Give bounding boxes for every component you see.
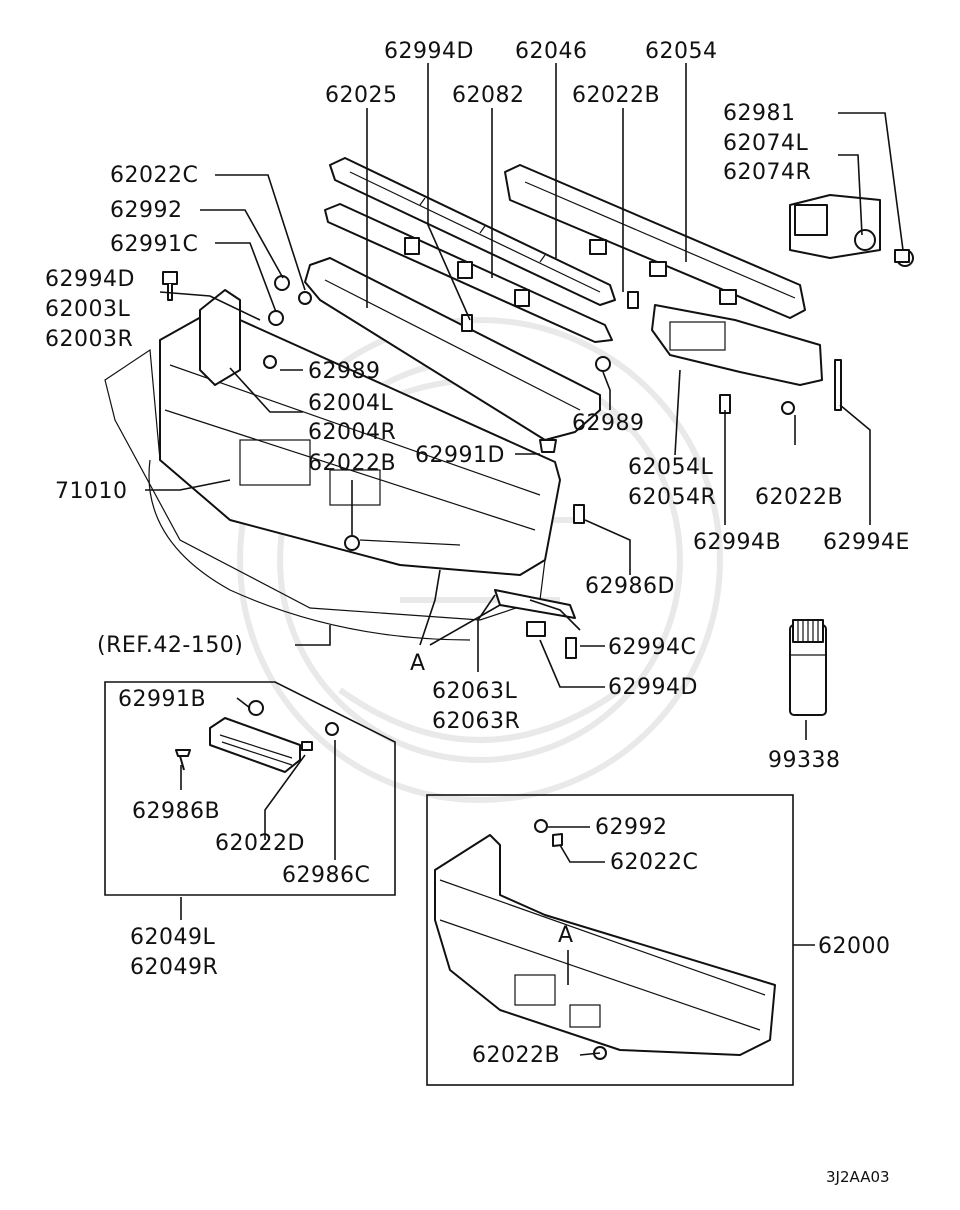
label-ref-42-150: (REF.42-150)	[97, 633, 243, 658]
label-62063R: 62063R	[432, 709, 520, 734]
label-62022D: 62022D	[215, 831, 305, 856]
label-62989-b: 62989	[572, 411, 645, 436]
label-71010: 71010	[55, 479, 128, 504]
label-62046: 62046	[515, 39, 588, 64]
label-62004L: 62004L	[308, 391, 393, 416]
label-62994C: 62994C	[608, 635, 696, 660]
reinforcement-bar-62082	[324, 203, 613, 343]
label-62992-top: 62992	[110, 198, 183, 223]
label-62054: 62054	[645, 39, 718, 64]
bracket-62054LR	[651, 304, 823, 386]
label-62074L: 62074L	[723, 131, 808, 156]
label-62025: 62025	[325, 83, 398, 108]
label-62022C-top: 62022C	[110, 163, 198, 188]
label-62003L: 62003L	[45, 297, 130, 322]
label-62986C: 62986C	[282, 863, 370, 888]
label-62003R: 62003R	[45, 327, 133, 352]
label-A-inset: A	[558, 923, 574, 948]
label-62994D-left: 62994D	[45, 267, 135, 292]
label-62994B: 62994B	[693, 530, 781, 555]
leader-lines	[145, 63, 904, 1056]
label-62022B-right: 62022B	[755, 485, 843, 510]
label-62082: 62082	[452, 83, 525, 108]
label-62049R: 62049R	[130, 955, 218, 980]
bracket-62063	[494, 589, 576, 619]
label-62994D-bottom: 62994D	[608, 675, 698, 700]
label-62074R: 62074R	[723, 160, 811, 185]
label-62004R: 62004R	[308, 420, 396, 445]
bumper-stay-62074	[789, 194, 914, 267]
label-62994D-top: 62994D	[384, 39, 474, 64]
label-A-top: A	[410, 651, 426, 676]
reinforcement-bar-62046	[329, 157, 616, 306]
label-62986D: 62986D	[585, 574, 675, 599]
label-62054L: 62054L	[628, 455, 713, 480]
bumper-absorber-62054	[504, 164, 806, 319]
label-62054R: 62054R	[628, 485, 716, 510]
fasteners	[162, 249, 910, 659]
inset-box-62049	[104, 681, 396, 896]
label-62022B-mid: 62022B	[308, 451, 396, 476]
label-62063L: 62063L	[432, 679, 517, 704]
bracket-62004	[199, 289, 241, 386]
label-62992-inset: 62992	[595, 815, 668, 840]
label-99338: 99338	[768, 748, 841, 773]
label-62994E: 62994E	[823, 530, 910, 555]
label-62981: 62981	[723, 101, 796, 126]
label-62989-a: 62989	[308, 359, 381, 384]
inset-box-62000	[426, 794, 794, 1086]
sealant-tube-99338	[789, 619, 827, 716]
lower-spoiler	[104, 348, 546, 641]
drawing-code: 3J2AA03	[826, 1168, 890, 1186]
label-62991C: 62991C	[110, 232, 198, 257]
part-labels: 62994D 62046 62054 62025 62082 62022B 62…	[45, 39, 910, 1186]
label-62022C-inset: 62022C	[610, 850, 698, 875]
label-62049L: 62049L	[130, 925, 215, 950]
label-62000: 62000	[818, 934, 891, 959]
label-62991D: 62991D	[415, 443, 505, 468]
label-62991B: 62991B	[118, 687, 206, 712]
label-62022B-top: 62022B	[572, 83, 660, 108]
label-62022B-inset: 62022B	[472, 1043, 560, 1068]
label-62986B: 62986B	[132, 799, 220, 824]
